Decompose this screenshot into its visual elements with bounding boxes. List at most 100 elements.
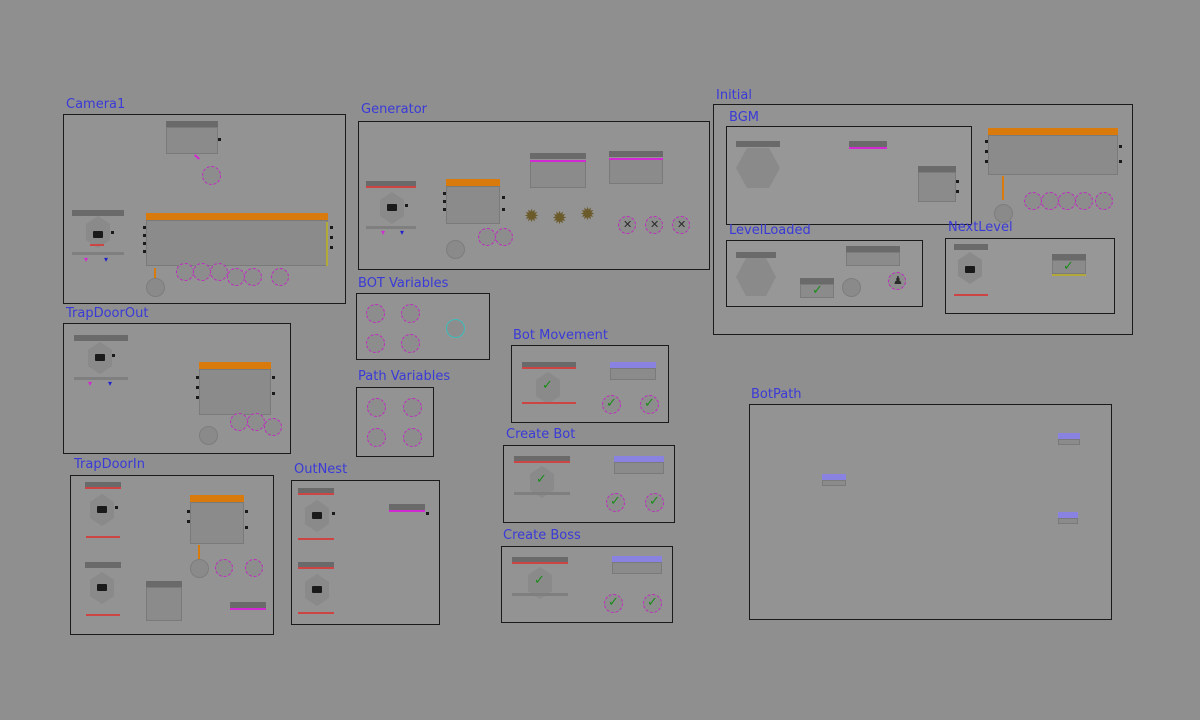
group-generator[interactable]: [358, 121, 710, 270]
variable-node[interactable]: [271, 268, 289, 286]
input-pin[interactable]: [985, 160, 988, 163]
action-node[interactable]: [446, 186, 500, 224]
output-pin[interactable]: [502, 208, 505, 211]
variable-node[interactable]: [446, 240, 465, 259]
input-pin[interactable]: [196, 396, 199, 399]
input-pin[interactable]: [143, 242, 146, 245]
variable-node[interactable]: [244, 268, 262, 286]
gear-icon[interactable]: ✹: [580, 204, 596, 225]
output-pin[interactable]: [332, 512, 335, 515]
input-pin[interactable]: [443, 200, 446, 203]
input-pin[interactable]: [985, 140, 988, 143]
variable-node[interactable]: [215, 559, 233, 577]
variable-node[interactable]: [403, 398, 422, 417]
output-pin[interactable]: [330, 246, 333, 249]
output-pin[interactable]: [112, 354, 115, 357]
variable-node[interactable]: [888, 272, 906, 290]
variable-node[interactable]: [176, 263, 194, 281]
action-node[interactable]: [166, 127, 218, 154]
group-botpath[interactable]: [749, 404, 1112, 620]
output-pin[interactable]: [330, 226, 333, 229]
output-pin[interactable]: [405, 204, 408, 207]
output-pin[interactable]: [245, 510, 248, 513]
action-node[interactable]: [800, 284, 834, 298]
action-node[interactable]: [612, 562, 662, 574]
object-variable-node[interactable]: [446, 319, 465, 338]
output-pin[interactable]: [330, 236, 333, 239]
variable-node[interactable]: [672, 216, 690, 234]
variable-node[interactable]: [202, 166, 221, 185]
output-pin[interactable]: [426, 512, 429, 515]
group-path-variables[interactable]: [356, 387, 434, 457]
output-pin[interactable]: [1119, 160, 1122, 163]
input-pin[interactable]: [196, 376, 199, 379]
variable-node[interactable]: [264, 418, 282, 436]
variable-node[interactable]: [245, 559, 263, 577]
variable-node[interactable]: [227, 268, 245, 286]
variable-node[interactable]: [842, 278, 861, 297]
check-event-node[interactable]: [536, 372, 560, 404]
variable-node[interactable]: [1058, 192, 1076, 210]
output-pin[interactable]: [502, 196, 505, 199]
variable-node[interactable]: [645, 493, 664, 512]
variable-node[interactable]: [604, 594, 623, 613]
gear-icon[interactable]: ✹: [552, 208, 568, 229]
variable-node[interactable]: [367, 398, 386, 417]
input-pin[interactable]: [443, 208, 446, 211]
action-node[interactable]: [530, 160, 586, 188]
variable-node[interactable]: [403, 428, 422, 447]
action-node[interactable]: [190, 502, 244, 544]
action-node[interactable]: [146, 587, 182, 621]
output-pin[interactable]: [218, 138, 221, 141]
variable-node[interactable]: [401, 334, 420, 353]
path-node[interactable]: [822, 480, 846, 486]
output-pin[interactable]: [111, 231, 114, 234]
action-node[interactable]: [609, 158, 663, 184]
variable-node[interactable]: [1075, 192, 1093, 210]
action-node[interactable]: [614, 462, 664, 474]
variable-node[interactable]: [247, 413, 265, 431]
output-pin[interactable]: [272, 376, 275, 379]
output-pin[interactable]: [956, 190, 959, 193]
input-pin[interactable]: [143, 226, 146, 229]
output-pin[interactable]: [1119, 145, 1122, 148]
input-pin[interactable]: [143, 250, 146, 253]
output-pin[interactable]: [272, 392, 275, 395]
variable-node[interactable]: [146, 278, 165, 297]
variable-node[interactable]: [367, 428, 386, 447]
input-pin[interactable]: [187, 520, 190, 523]
input-pin[interactable]: [443, 192, 446, 195]
input-pin[interactable]: [985, 150, 988, 153]
gear-icon[interactable]: ✹: [524, 206, 540, 227]
action-node[interactable]: [918, 172, 956, 202]
variable-node[interactable]: [199, 426, 218, 445]
action-node[interactable]: [610, 368, 656, 380]
variable-node[interactable]: [1095, 192, 1113, 210]
variable-node[interactable]: [645, 216, 663, 234]
action-node[interactable]: [146, 220, 328, 266]
variable-node[interactable]: [210, 263, 228, 281]
variable-node[interactable]: [1041, 192, 1059, 210]
variable-node[interactable]: [643, 594, 662, 613]
variable-node[interactable]: [994, 204, 1013, 223]
path-node[interactable]: [1058, 518, 1078, 524]
action-node[interactable]: [1052, 260, 1086, 274]
variable-node[interactable]: [366, 304, 385, 323]
variable-node[interactable]: [478, 228, 496, 246]
input-pin[interactable]: [187, 510, 190, 513]
output-pin[interactable]: [115, 506, 118, 509]
variable-node[interactable]: [230, 413, 248, 431]
variable-node[interactable]: [495, 228, 513, 246]
action-node[interactable]: [199, 369, 271, 415]
output-pin[interactable]: [956, 180, 959, 183]
variable-node[interactable]: [618, 216, 636, 234]
level-event-node[interactable]: [736, 258, 776, 296]
output-pin[interactable]: [245, 526, 248, 529]
path-node[interactable]: [1058, 439, 1080, 445]
input-pin[interactable]: [196, 386, 199, 389]
variable-node[interactable]: [640, 395, 659, 414]
variable-node[interactable]: [190, 559, 209, 578]
variable-node[interactable]: [1024, 192, 1042, 210]
variable-node[interactable]: [401, 304, 420, 323]
